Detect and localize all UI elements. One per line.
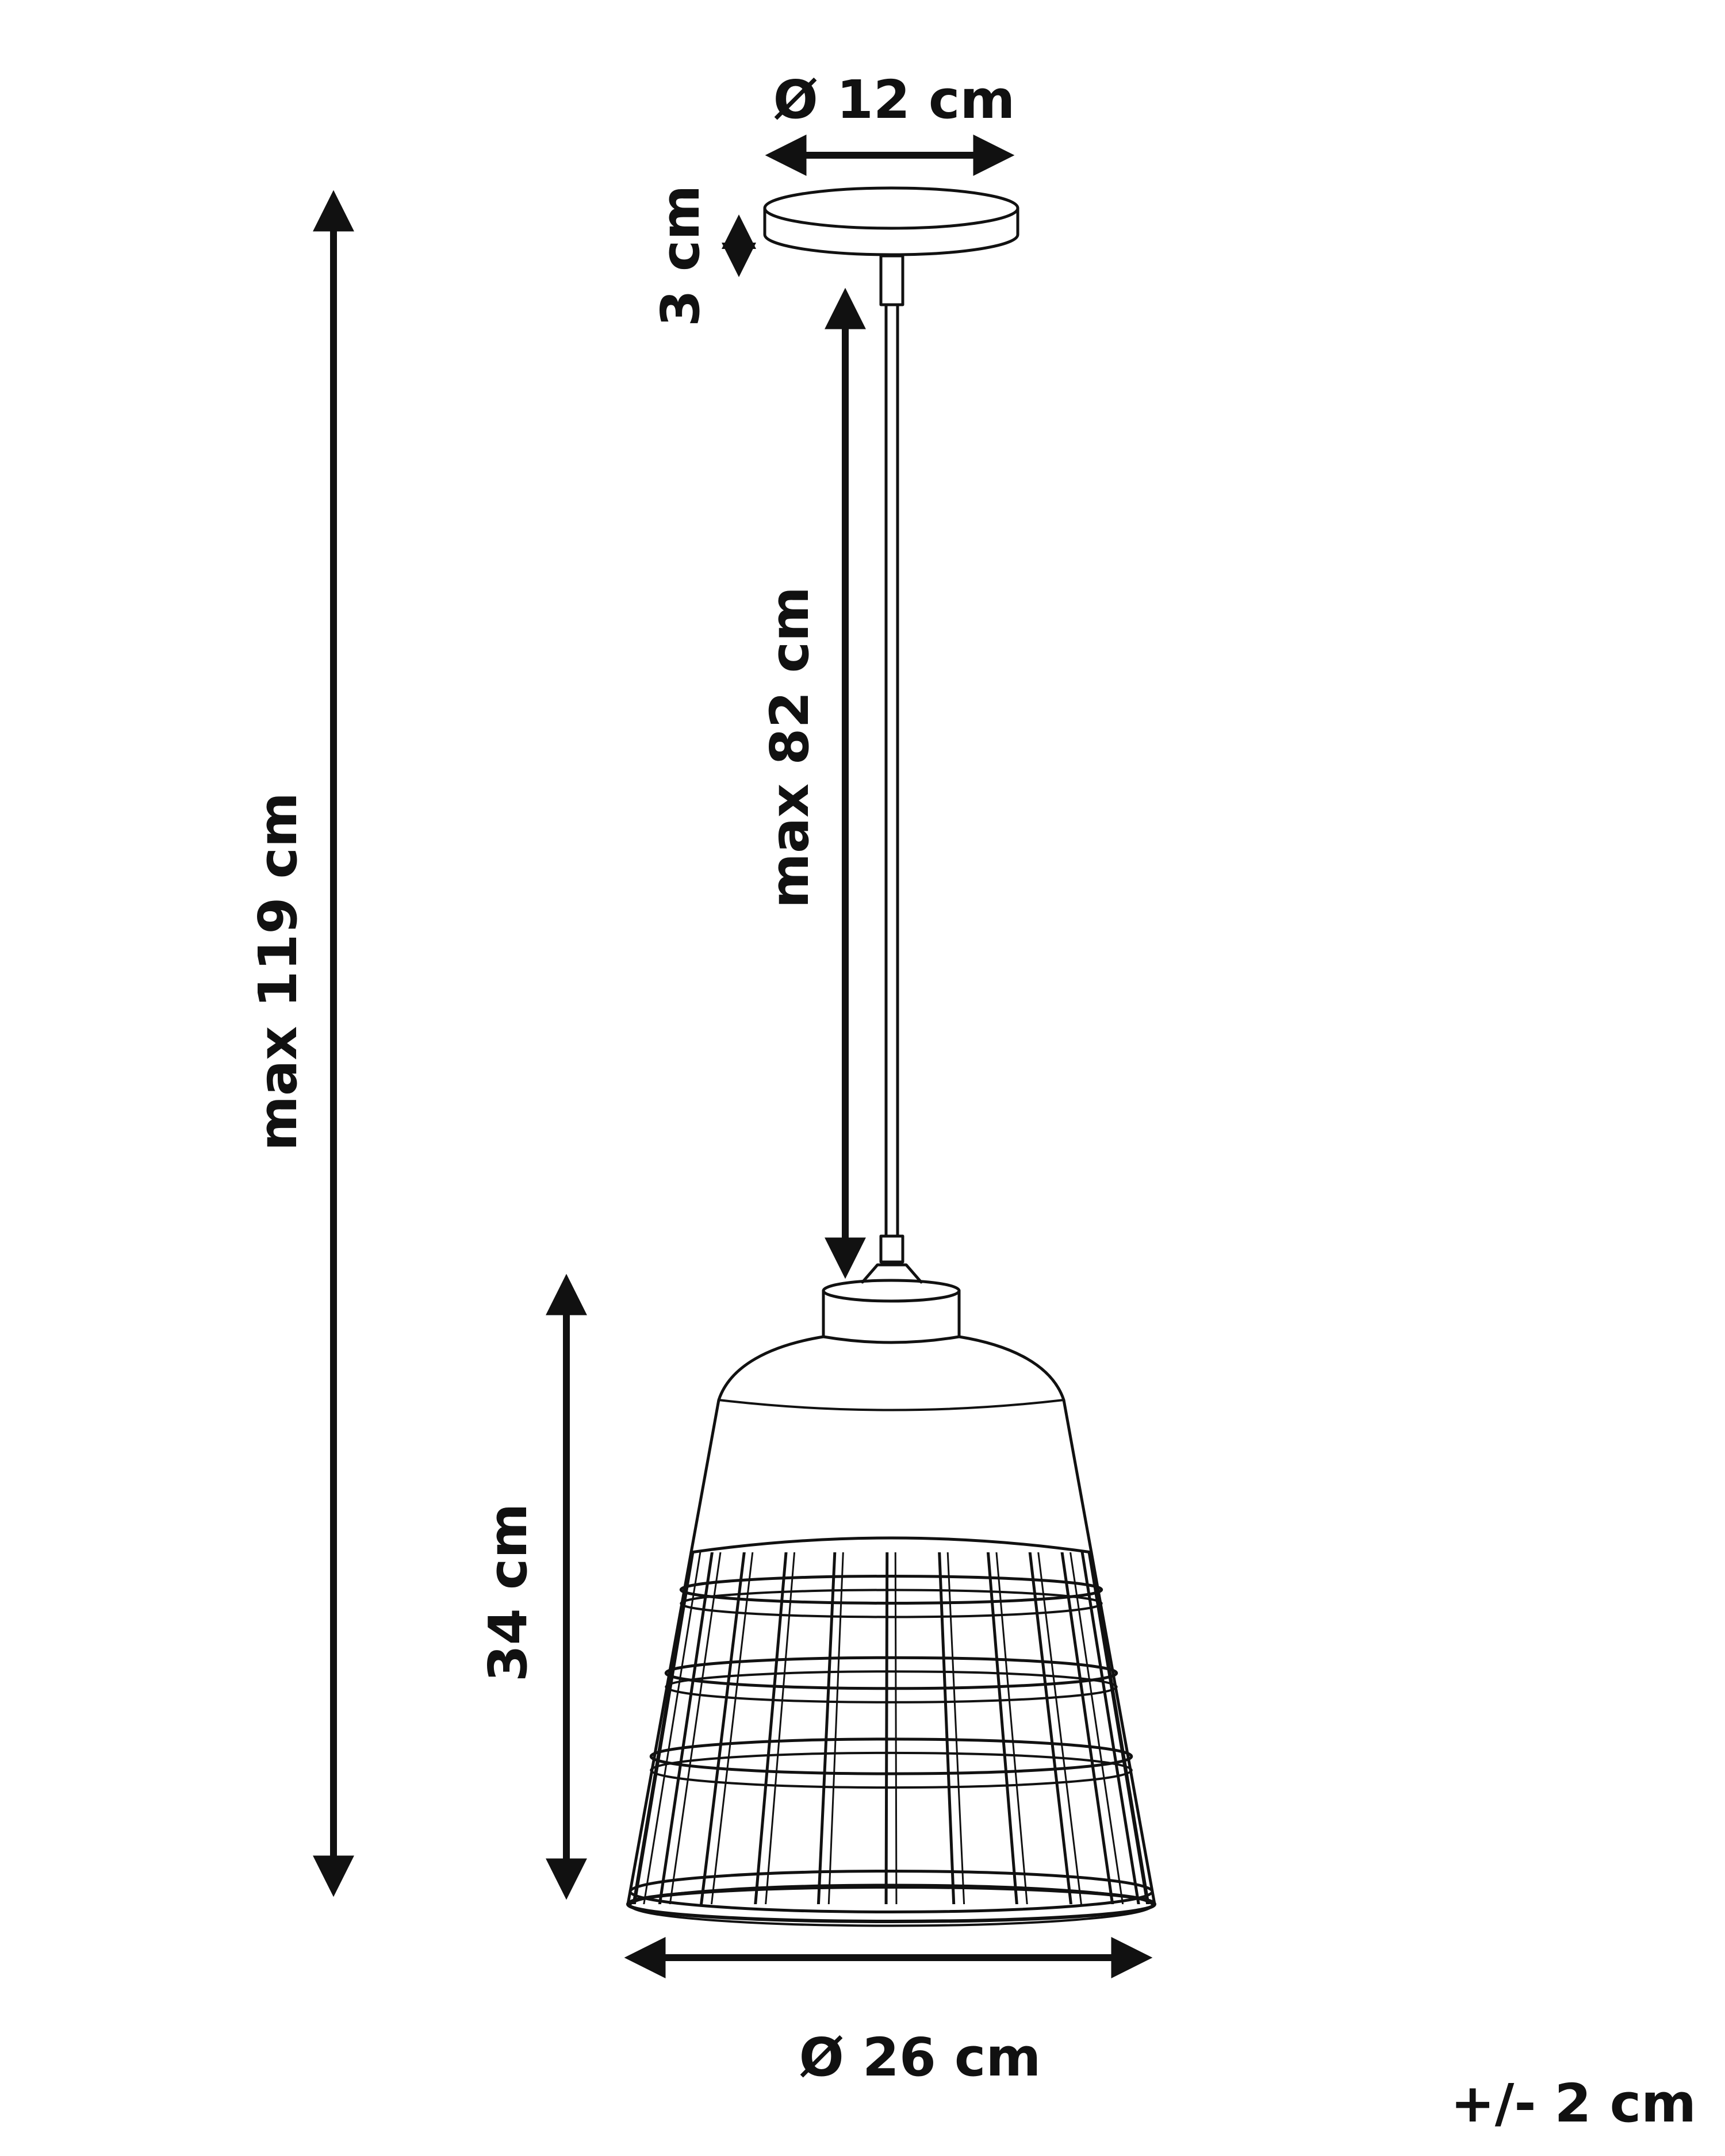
cage-vertical-wire	[816, 1552, 837, 1904]
wire-cage	[626, 1551, 1156, 1927]
canopy-diameter-label: Ø 12 cm	[773, 69, 1015, 131]
pendant-cord	[884, 303, 899, 1238]
shade-height-label: 34 cm	[477, 1503, 539, 1682]
cage-vertical-wire	[946, 1552, 966, 1904]
cage-vertical-wire	[698, 1552, 747, 1904]
cage-vertical-wire	[1027, 1552, 1074, 1904]
ceiling-canopy	[763, 186, 1019, 256]
cage-vertical-wire	[1036, 1552, 1084, 1904]
cage-vertical-wire	[753, 1552, 789, 1904]
cage-vertical-wire	[630, 1552, 696, 1904]
shade-collar	[822, 1279, 961, 1338]
cord-length-label: max 82 cm	[759, 586, 821, 908]
cage-vertical-wire	[641, 1552, 703, 1904]
cage-vertical-wire	[994, 1552, 1029, 1904]
cage-vertical-wire	[1068, 1552, 1126, 1904]
lamp-socket	[861, 1234, 923, 1284]
cage-ring	[664, 1656, 1118, 1690]
cage-ring	[649, 1737, 1133, 1775]
shade-diameter-label: Ø 26 cm	[799, 2027, 1041, 2088]
cage-ring	[665, 1670, 1118, 1704]
cage-vertical-wire	[656, 1552, 715, 1904]
metal-shade-top	[689, 1335, 1093, 1554]
cage-ring	[679, 1575, 1103, 1605]
cage-vertical-wire	[628, 1552, 689, 1904]
cage-vertical-wire	[764, 1552, 796, 1904]
cage-vertical-wire	[827, 1552, 845, 1904]
canopy-height-label: 3 cm	[650, 185, 711, 327]
cage-vertical-wire	[986, 1552, 1019, 1904]
total-height-label: max 119 cm	[247, 792, 309, 1151]
cage-vertical-wire	[667, 1552, 723, 1904]
cage-vertical-wire	[1079, 1552, 1142, 1904]
cage-vertical-wire	[1086, 1552, 1151, 1904]
cord-connector	[879, 254, 904, 306]
cage-vertical-wire	[894, 1552, 898, 1904]
cage-vertical-wire	[937, 1552, 956, 1904]
cage-bottom-rim	[626, 1885, 1156, 1923]
tolerance-label: +/- 2 cm	[1451, 2073, 1696, 2134]
cage-vertical-wire	[709, 1552, 755, 1904]
cage-vertical-wire	[884, 1552, 889, 1904]
cage-vertical-wire	[1059, 1552, 1116, 1904]
